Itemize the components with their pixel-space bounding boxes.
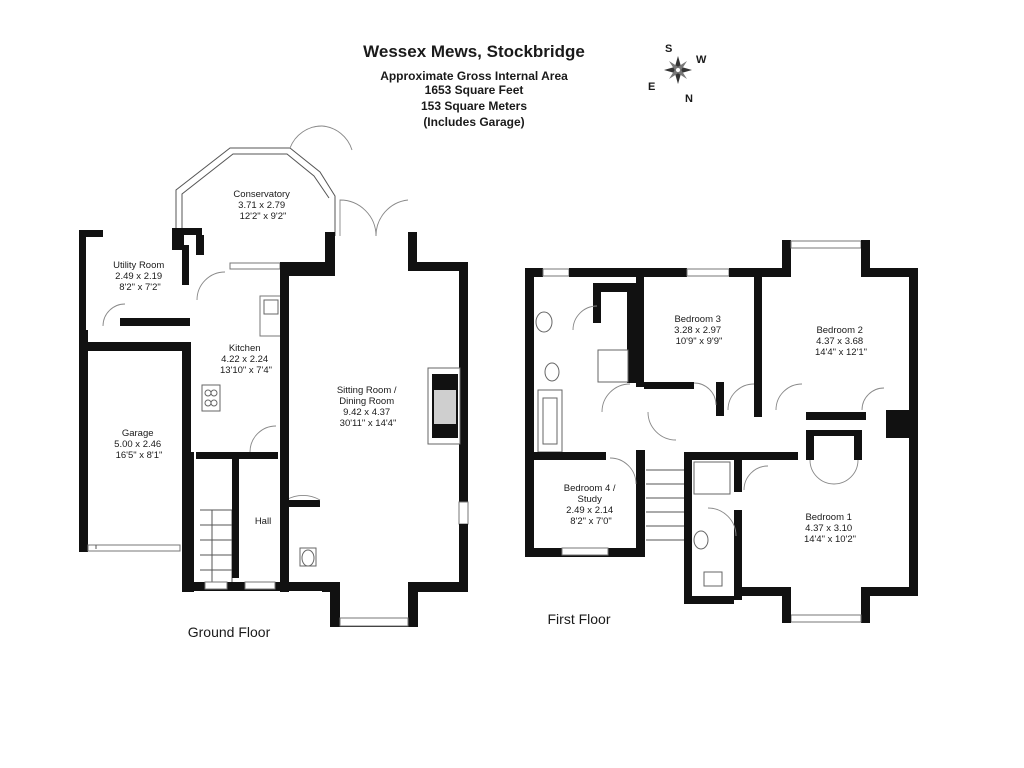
area-line-1: Approximate Gross Internal Area: [380, 69, 568, 83]
area-line-4: (Includes Garage): [423, 115, 524, 129]
compass-e: E: [648, 81, 655, 93]
bedroom-2-label: Bedroom 2 4.37 x 3.68 14'4" x 12'1": [815, 325, 867, 358]
garage-label: Garage 5.00 x 2.46 16'5" x 8'1": [114, 428, 164, 461]
ground-floor-label: Ground Floor: [188, 624, 271, 640]
compass-s: S: [665, 43, 672, 55]
ground-floor-plan: [79, 125, 469, 627]
first-floor-plan: [525, 240, 918, 623]
compass-n: N: [685, 93, 693, 105]
first-floor-label: First Floor: [548, 611, 611, 627]
sitting-room-label: Sitting Room / Dining Room 9.42 x 4.37 3…: [337, 385, 399, 429]
bedroom-3-label: Bedroom 3 3.28 x 2.97 10'9" x 9'9": [674, 314, 724, 347]
conservatory-label: Conservatory 3.71 x 2.79 12'2" x 9'2": [233, 189, 292, 222]
kitchen-label: Kitchen 4.22 x 2.24 13'10" x 7'4": [220, 343, 272, 376]
compass-rose-icon: [664, 56, 692, 84]
bedroom-1-label: Bedroom 1 4.37 x 3.10 14'4" x 10'2": [804, 512, 856, 545]
plan-title: Wessex Mews, Stockbridge: [363, 42, 585, 61]
utility-room-label: Utility Room 2.49 x 2.19 8'2" x 7'2": [113, 260, 167, 293]
area-line-2: 1653 Square Feet: [425, 83, 524, 97]
bedroom-4-label: Bedroom 4 / Study 2.49 x 2.14 8'2" x 7'0…: [564, 483, 618, 527]
compass-w: W: [696, 54, 707, 66]
area-line-3: 153 Square Meters: [421, 99, 527, 113]
hall-label: Hall: [255, 516, 271, 527]
